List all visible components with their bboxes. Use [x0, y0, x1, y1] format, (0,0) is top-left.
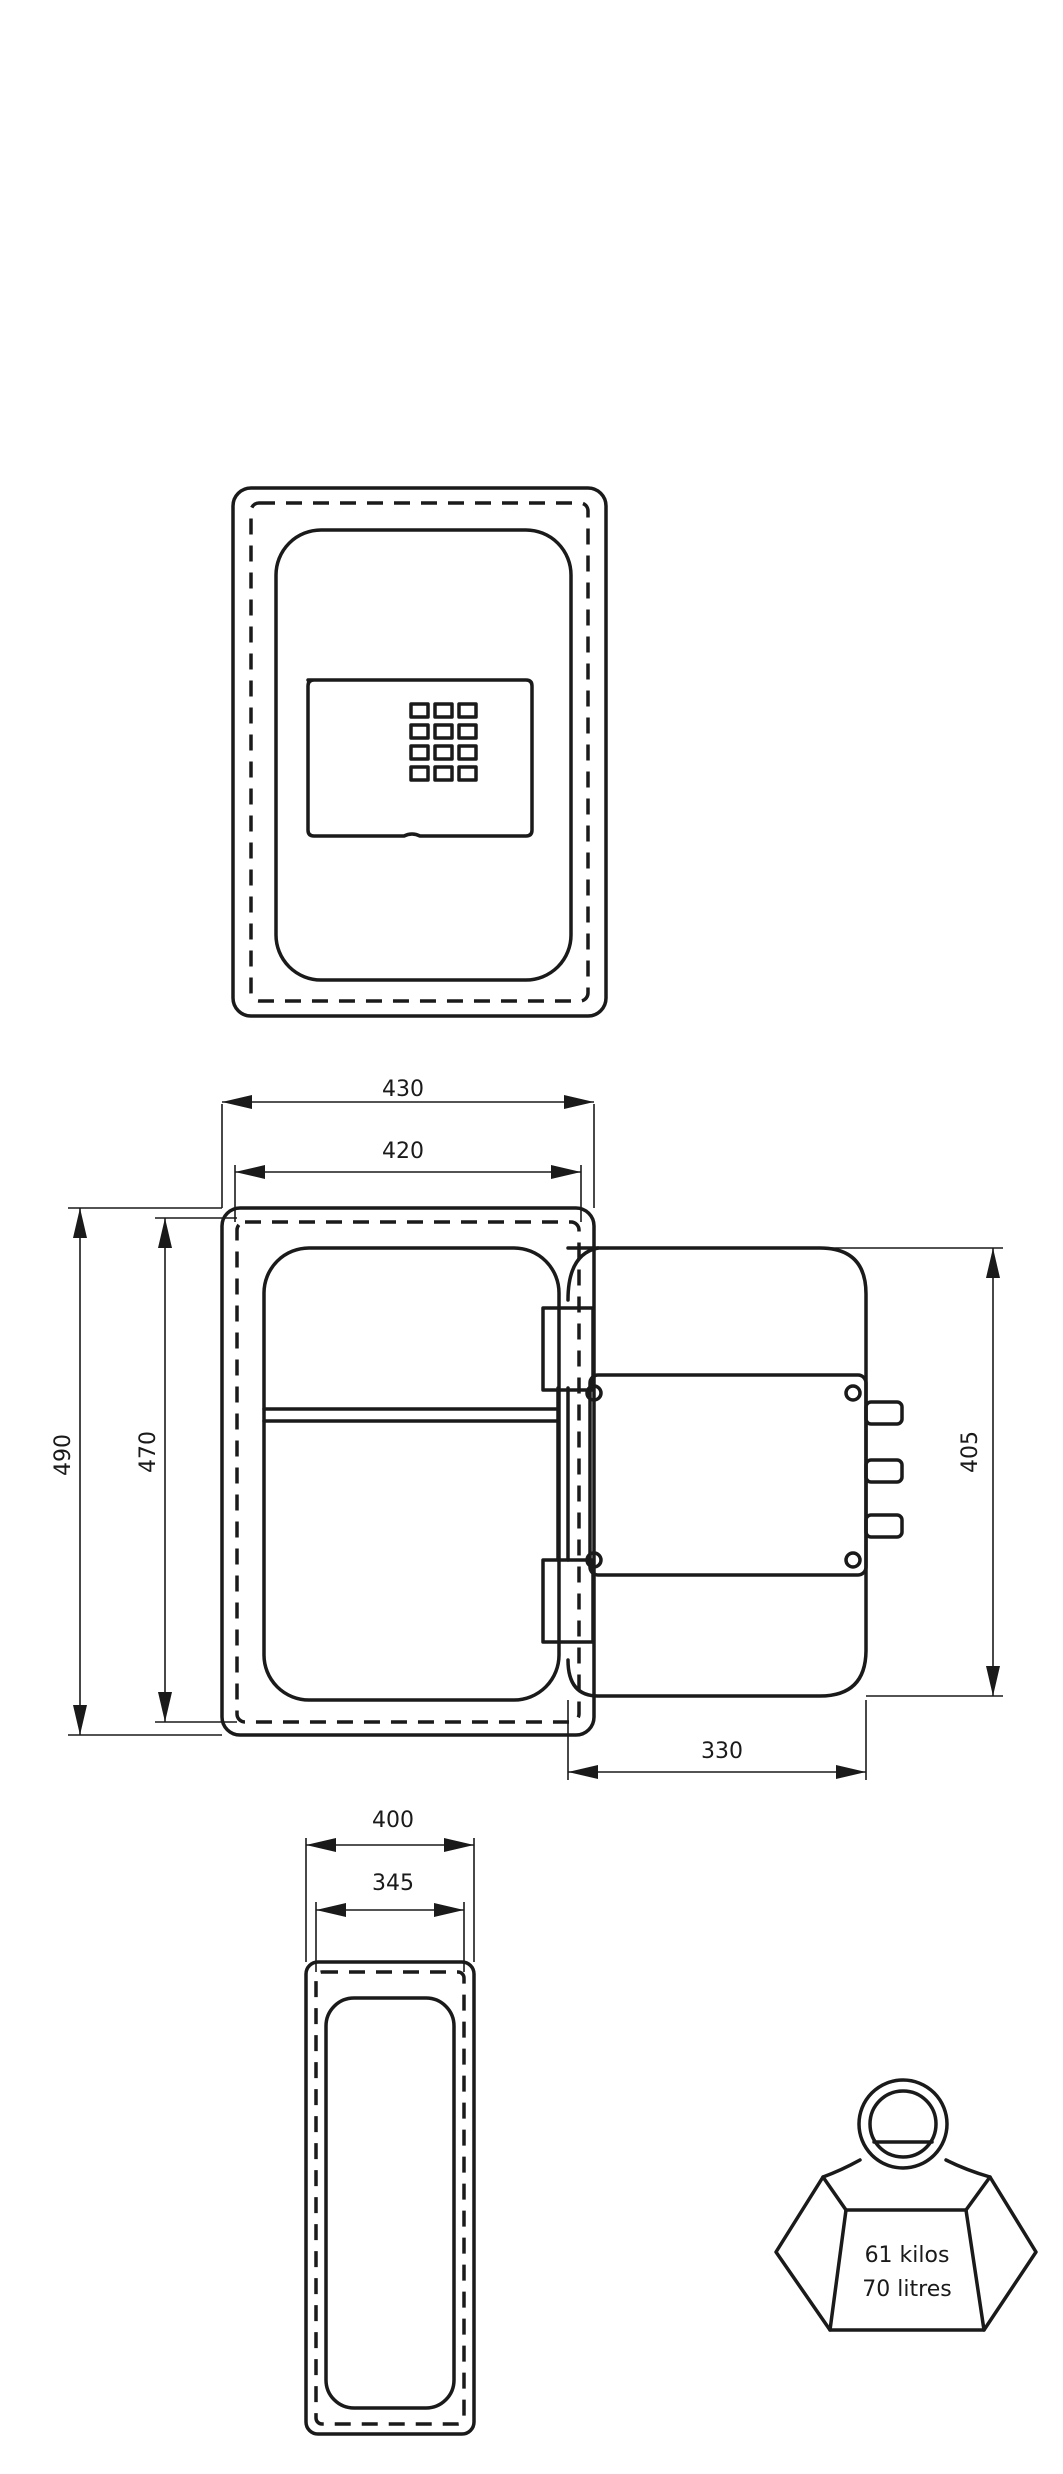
- dim-label-400: 400: [372, 1808, 414, 1833]
- weight-mass-label: 61 kilos: [865, 2243, 950, 2268]
- keypad-panel: [306, 678, 534, 838]
- bolt-icon: [864, 1400, 904, 1539]
- front-view: [231, 486, 608, 1018]
- keypad-icon: [409, 702, 478, 782]
- dim-label-345: 345: [372, 1871, 414, 1896]
- dim-label-420: 420: [382, 1139, 424, 1164]
- dim-label-430: 430: [382, 1077, 424, 1102]
- dimension-lines: [68, 1095, 1003, 1972]
- dim-label-490: 490: [51, 1434, 76, 1476]
- dim-label-405: 405: [958, 1431, 983, 1473]
- hinge-icon: [541, 1306, 595, 1644]
- door-plate: [585, 1373, 868, 1577]
- weight-volume-label: 70 litres: [862, 2277, 951, 2302]
- open-view: [220, 1206, 904, 1737]
- side-view: [304, 1960, 476, 2436]
- dim-label-330: 330: [701, 1739, 743, 1764]
- weight-icon: 61 kilos 70 litres: [774, 2078, 1038, 2332]
- shelf: [262, 1407, 559, 1423]
- dim-label-470: 470: [136, 1431, 161, 1473]
